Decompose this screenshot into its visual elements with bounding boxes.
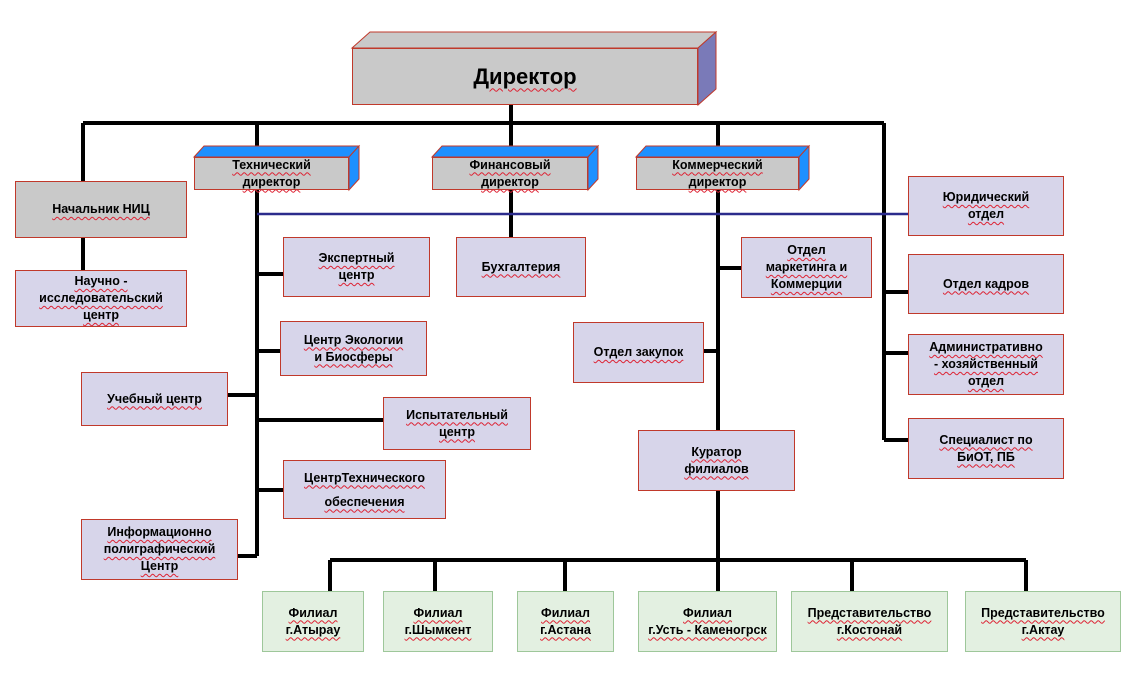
marketing-dept-box: Отдел маркетинга и Коммерции: [741, 237, 872, 298]
branch-label: Филиал г.Усть - Каменогрск: [648, 605, 767, 637]
info-polygraph-center-box: Информационно полиграфический Центр: [81, 519, 238, 580]
admin-dept-box: Административно - хозяйственный отдел: [908, 334, 1064, 395]
director-box: Директор: [352, 48, 698, 105]
accounting-box: Бухгалтерия: [456, 237, 586, 297]
expert-center-box: Экспертный центр: [283, 237, 430, 297]
legal-dept-label: Юридический отдел: [942, 190, 1030, 221]
nic-head-box: Начальник НИЦ: [15, 181, 187, 238]
ecology-center-box: Центр Экологии и Биосферы: [280, 321, 427, 376]
ecology-center-label: Центр Экологии и Биосферы: [303, 332, 404, 364]
testing-center-box: Испытательный центр: [383, 397, 531, 450]
branch-label: Филиал г.Астана: [540, 605, 591, 637]
tech-support-center-box: ЦентрТехнического обеспечения: [283, 460, 446, 519]
safety-specialist-label: Специалист по БиОТ, ПБ: [939, 432, 1033, 464]
research-center-label: Научно - исследовательский центр: [39, 274, 163, 322]
hr-dept-box: Отдел кадров: [908, 254, 1064, 314]
training-center-label: Учебный центр: [107, 391, 202, 406]
nic-head-label: Начальник НИЦ: [52, 202, 150, 216]
branch-label: Филиал г.Шымкент: [404, 605, 472, 637]
commercial-director-label: Коммерческий директор: [672, 157, 763, 189]
director-label: Директор: [473, 63, 577, 89]
tech-support-center-label: ЦентрТехнического обеспечения: [304, 470, 425, 509]
testing-center-label: Испытательный центр: [406, 407, 508, 439]
expert-center-label: Экспертный центр: [318, 251, 395, 282]
training-center-box: Учебный центр: [81, 372, 228, 426]
marketing-dept-label: Отдел маркетинга и Коммерции: [765, 243, 848, 291]
branch-box: Филиал г.Астана: [517, 591, 614, 652]
branch-curator-box: Куратор филиалов: [638, 430, 795, 491]
legal-dept-box: Юридический отдел: [908, 176, 1064, 236]
safety-specialist-box: Специалист по БиОТ, ПБ: [908, 418, 1064, 479]
technical-director-box: Технический директор: [194, 157, 349, 190]
branch-curator-label: Куратор филиалов: [684, 444, 749, 476]
representative-office-box: Представительство г.Костонай: [791, 591, 948, 652]
accounting-label: Бухгалтерия: [481, 259, 561, 274]
admin-dept-label: Административно - хозяйственный отдел: [929, 340, 1043, 388]
branch-box: Филиал г.Усть - Каменогрск: [638, 591, 777, 652]
procurement-dept-box: Отдел закупок: [573, 322, 704, 383]
branch-box: Филиал г.Атырау: [262, 591, 364, 652]
info-polygraph-center-label: Информационно полиграфический Центр: [103, 525, 216, 573]
representative-office-label: Представительство г.Актау: [981, 605, 1105, 637]
commercial-director-box: Коммерческий директор: [636, 157, 799, 190]
hr-dept-label: Отдел кадров: [942, 276, 1030, 291]
representative-office-box: Представительство г.Актау: [965, 591, 1121, 652]
financial-director-label: Финансовый директор: [469, 157, 551, 189]
branch-label: Филиал г.Атырау: [285, 605, 341, 637]
financial-director-box: Финансовый директор: [432, 157, 588, 190]
representative-office-label: Представительство г.Костонай: [807, 605, 932, 637]
procurement-dept-label: Отдел закупок: [593, 345, 684, 359]
research-center-box: Научно - исследовательский центр: [15, 270, 187, 327]
technical-director-label: Технический директор: [232, 157, 311, 189]
branch-box: Филиал г.Шымкент: [383, 591, 493, 652]
